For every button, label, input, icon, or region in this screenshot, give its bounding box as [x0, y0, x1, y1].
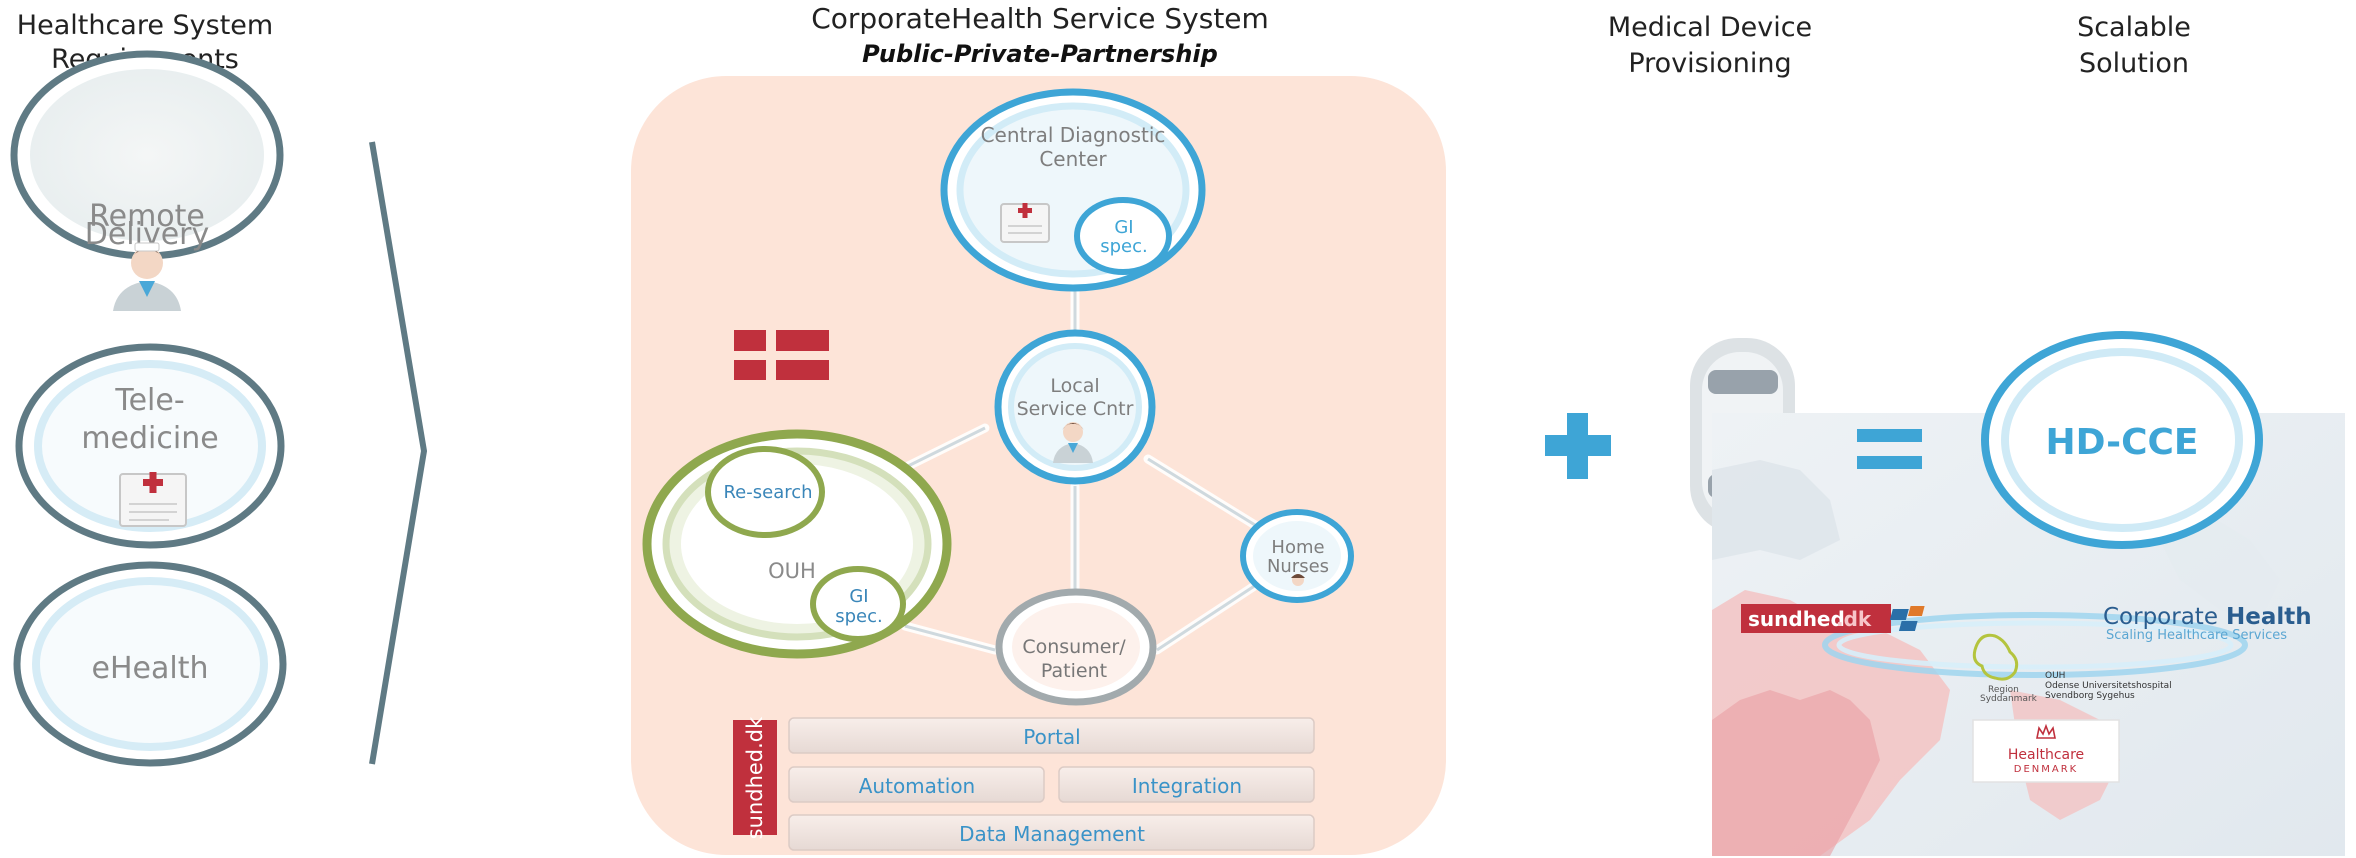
equals-icon — [1857, 429, 1922, 469]
consumer-patient-node: Consumer/ Patient — [995, 588, 1157, 706]
data-management-label: Data Management — [959, 822, 1145, 846]
sundhed-logo-a: sundhed — [1748, 607, 1845, 631]
healthcare-denmark-logo: Healthcare DENMARK — [1972, 719, 2120, 783]
sundhed-vertical-text: sundhed.dk — [743, 716, 767, 839]
gi-spec-ouh-node: GI spec. — [810, 566, 906, 642]
integration-bar: Integration — [1058, 766, 1315, 803]
corporate-logo-a: Corporate — [2103, 604, 2218, 630]
telemedicine-line1: Tele- — [114, 383, 184, 418]
corporate-logo-b: Health — [2226, 604, 2312, 630]
plus-icon — [1545, 413, 1611, 479]
gi-top-line2: spec. — [1100, 236, 1148, 257]
hdcce-node: HD-CCE — [1981, 331, 2263, 549]
sundhed-logo: sundhed .dk — [1741, 604, 1891, 633]
center-header: CorporateHealth Service System Public-Pr… — [811, 2, 1269, 68]
portal-label: Portal — [1023, 725, 1080, 749]
local-line1: Local — [1050, 375, 1099, 397]
medical-clipboard-icon — [119, 472, 187, 527]
medical-clipboard-icon — [1000, 203, 1050, 243]
scalable-header-line1: Scalable — [2077, 12, 2191, 43]
danish-flag-icon — [734, 330, 829, 380]
remote-delivery-bubble: Remote Delivery — [10, 50, 284, 311]
nurse-icon — [1291, 574, 1305, 586]
telemedicine-line2: medicine — [81, 421, 218, 456]
sundhed-logo-b: .dk — [1836, 607, 1872, 631]
automation-bar: Automation — [788, 766, 1045, 803]
consumer-line2: Patient — [1041, 660, 1107, 682]
chevron-arrow — [369, 141, 428, 765]
hdcce-label: HD-CCE — [2045, 422, 2198, 463]
region-text-b: Syddanmark — [1980, 694, 2038, 704]
nurse-icon — [1053, 422, 1093, 463]
requirements-header-line1: Healthcare System — [17, 10, 273, 41]
platform-stack: sundhed.dk Portal Automation Integration… — [733, 716, 1315, 851]
central-diagnostic-node: Central Diagnostic Center GI spec. — [940, 88, 1206, 292]
portal-bar: Portal — [788, 717, 1315, 754]
remote-delivery-line1: Remote — [89, 199, 205, 234]
gi-ouh-line1: GI — [849, 586, 868, 607]
healthcare-denmark-line2: DENMARK — [2014, 764, 2078, 775]
telemedicine-bubble: Tele- medicine — [15, 343, 285, 549]
central-line2: Center — [1039, 147, 1107, 171]
nurse-icon — [113, 242, 181, 311]
scalable-header: Scalable Solution — [2077, 12, 2191, 79]
center-title: CorporateHealth Service System — [811, 2, 1269, 35]
home-nurses-node: Home Nurses — [1240, 509, 1354, 603]
ouh-logo-line2: Odense Universitetshospital — [2045, 681, 2172, 691]
corporatehealth-logo: Corporate Health Scaling Healthcare Serv… — [1889, 604, 2312, 643]
scalable-header-line2: Solution — [2079, 48, 2189, 79]
region-mark-icon — [1972, 633, 2019, 681]
sundhed-vertical-logo: sundhed.dk — [733, 716, 777, 839]
home-line1: Home — [1271, 537, 1324, 558]
healthcare-denmark-line1: Healthcare — [2008, 747, 2084, 763]
region-ouh-logo: Region Syddanmark OUH Odense Universitet… — [1972, 633, 2172, 704]
ehealth-label: eHealth — [92, 651, 209, 686]
ehealth-bubble: eHealth — [13, 561, 287, 767]
local-line2: Service Cntr — [1017, 398, 1134, 420]
data-management-bar: Data Management — [788, 814, 1315, 851]
crown-icon — [2036, 723, 2056, 739]
local-service-node: Local Service Cntr — [994, 329, 1156, 485]
device-header: Medical Device Provisioning — [1608, 12, 1812, 79]
central-line1: Central Diagnostic — [981, 123, 1166, 147]
region-text-a: Region — [1988, 685, 2019, 695]
corporate-tagline: Scaling Healthcare Services — [2106, 628, 2287, 643]
gi-spec-top-node: GI spec. — [1074, 197, 1172, 275]
consumer-line1: Consumer/ — [1022, 636, 1126, 658]
device-header-line2: Provisioning — [1628, 48, 1791, 79]
research-label: Re-search — [723, 482, 812, 503]
center-subtitle: Public-Private-Partnership — [862, 40, 1218, 68]
gi-top-line1: GI — [1114, 217, 1133, 238]
device-header-line1: Medical Device — [1608, 12, 1812, 43]
research-node: Re-search — [705, 446, 825, 538]
gi-ouh-line2: spec. — [835, 606, 883, 627]
ouh-logo-line1: OUH — [2045, 671, 2065, 681]
corporatehealth-mark-icon — [1889, 606, 1925, 631]
orbit-ring — [1822, 612, 2248, 678]
integration-label: Integration — [1132, 774, 1242, 798]
automation-label: Automation — [859, 774, 975, 798]
home-line2: Nurses — [1267, 556, 1329, 577]
ouh-logo-line3: Svendborg Sygehus — [2045, 691, 2135, 701]
ouh-node: OUH Re-search GI spec. — [642, 429, 952, 659]
ouh-label: OUH — [768, 559, 816, 583]
